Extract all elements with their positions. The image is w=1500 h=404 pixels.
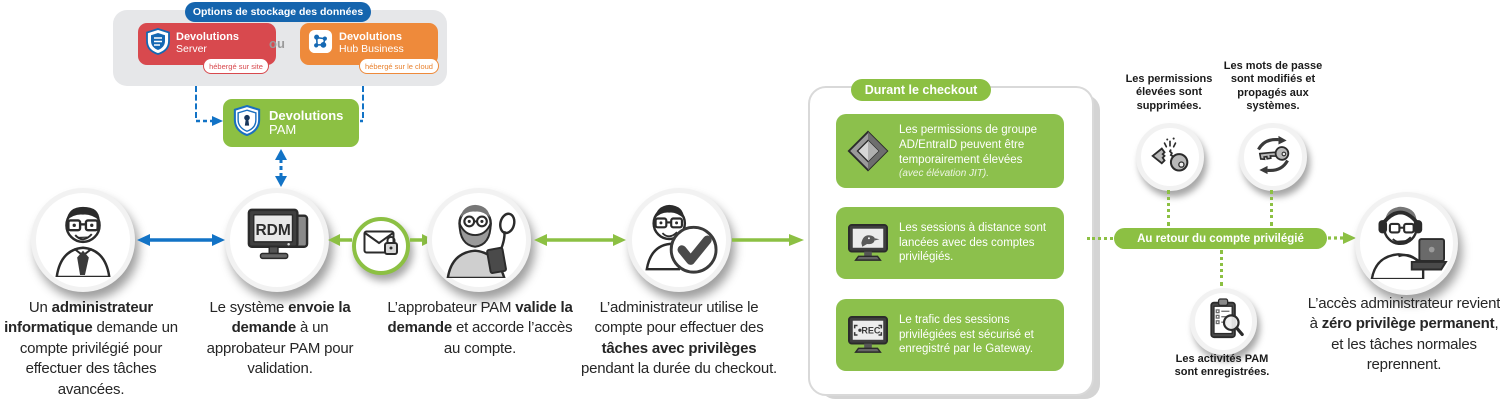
admin-return-circle — [1355, 192, 1458, 295]
svg-text:REC: REC — [861, 326, 881, 336]
remote-session-monitor-icon — [845, 223, 891, 263]
activities-logged-label: Les activités PAM sont enregistrées. — [1174, 353, 1270, 379]
recording-monitor-icon: REC — [845, 315, 891, 355]
checkout-item-text: Le trafic des sessions privilégiées est … — [899, 313, 1034, 356]
admin-check-icon — [639, 199, 719, 282]
arrow-approver-admin-double — [534, 234, 626, 246]
approver-character-icon — [440, 198, 518, 283]
checkout-panel-title-pill: Durant le checkout — [851, 79, 991, 101]
checkout-item-note: (avec élévation JIT). — [899, 167, 990, 179]
activities-logged-circle — [1190, 288, 1257, 355]
admin-laptop-headphones-icon — [1366, 203, 1448, 284]
storage-options-title-pill: Options de stockage des données — [185, 2, 371, 22]
arrow-banner-to-final — [1328, 232, 1356, 244]
email-notification-circle — [352, 217, 410, 275]
devolutions-pam-card: Devolutions PAM — [223, 99, 359, 147]
connector-panel-to-banner — [1087, 237, 1113, 240]
devolutions-server-card: Devolutions Server — [138, 23, 276, 65]
email-lock-icon — [363, 230, 399, 262]
broken-key-icon — [1149, 134, 1191, 181]
pam-brand: Devolutions — [269, 107, 344, 123]
connector-permissions-to-banner — [1167, 190, 1170, 226]
checkout-item-text: Les sessions à distance sont lancées ave… — [899, 221, 1047, 264]
hub-brand: Devolutions — [339, 31, 402, 44]
pam-shield-lock-icon — [233, 104, 261, 141]
arrow-admin-rdm-double — [137, 234, 225, 246]
passwords-changed-label: Les mots de passe sont modifiés et propa… — [1223, 60, 1323, 113]
server-brand: Devolutions — [176, 31, 239, 44]
key-rotation-icon — [1251, 135, 1295, 180]
checkout-item-recording: REC Le trafic des sessions privilégiées … — [836, 299, 1064, 371]
admin-checkout-circle — [627, 188, 731, 292]
svg-text:RDM: RDM — [255, 222, 290, 239]
arrow-left-into-pam — [196, 116, 223, 126]
arrow-pam-rdm-vertical — [275, 149, 287, 187]
checkout-item-sessions: Les sessions à distance sont lancées ave… — [836, 207, 1064, 279]
or-label: ou — [269, 36, 285, 51]
storage-options-title: Options de stockage des données — [192, 6, 364, 18]
rdm-system-circle: RDM — [225, 188, 329, 292]
clipboard-search-icon — [1204, 297, 1244, 346]
checkout-item-text: Les permissions de groupe AD/EntraID peu… — [899, 124, 1038, 166]
connector-hub-to-pam — [362, 86, 364, 118]
server-shield-icon — [146, 28, 170, 60]
arrow-admin-to-panel — [732, 234, 804, 246]
checkout-item-permissions: Les permissions de groupe AD/EntraID peu… — [836, 114, 1064, 188]
caption-system-sends: Le système envoie la demande à un approb… — [206, 299, 354, 378]
devolutions-hub-card: Devolutions Hub Business — [300, 23, 438, 65]
checkout-panel-title: Durant le checkout — [864, 83, 978, 97]
checkout-panel: Les permissions de groupe AD/EntraID peu… — [808, 86, 1094, 396]
caption-access-returns: L’accès administrateur revient à zéro pr… — [1307, 295, 1500, 374]
connector-banner-to-activities — [1220, 250, 1223, 286]
hub-icon — [308, 29, 333, 59]
server-product: Server — [176, 43, 207, 56]
admin-request-circle — [31, 188, 135, 292]
return-banner-pill: Au retour du compte privilégié — [1114, 228, 1327, 249]
connector-passwords-to-banner — [1270, 190, 1273, 226]
pam-product: PAM — [269, 122, 297, 137]
caption-approver-validates: L’approbateur PAM valide la demande et a… — [387, 299, 573, 357]
caption-admin-uses: L’administrateur utilise le compte pour … — [580, 299, 778, 378]
caption-admin-request: Un administrateur informatique demande u… — [4, 299, 178, 398]
connector-server-to-pam — [195, 86, 197, 118]
pam-approver-circle — [427, 188, 531, 292]
permissions-removed-label: Les permissions élevées sont supprimées. — [1125, 73, 1213, 112]
arrow-email-to-rdm — [328, 234, 352, 246]
server-badge: hébergé sur site — [203, 58, 269, 74]
ad-diamond-icon — [845, 129, 891, 173]
admin-character-icon — [45, 199, 121, 282]
password-rotation-circle — [1239, 123, 1307, 191]
permissions-removed-circle — [1136, 123, 1204, 191]
hub-badge: hébergé sur le cloud — [359, 58, 439, 74]
rdm-monitor-icon: RDM — [240, 206, 314, 275]
hub-product: Hub Business — [339, 43, 404, 56]
return-banner-text: Au retour du compte privilégié — [1137, 232, 1304, 245]
